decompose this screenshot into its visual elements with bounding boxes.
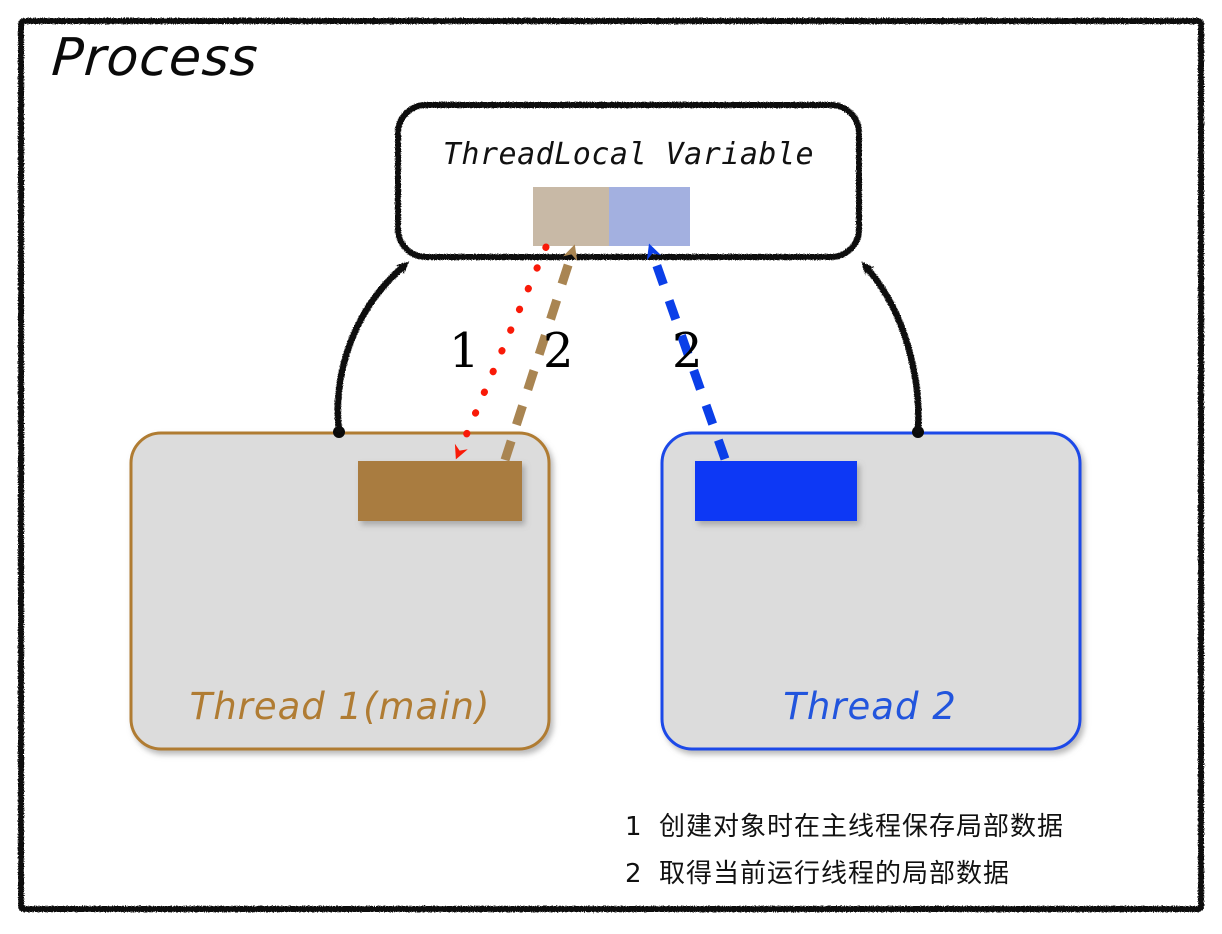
thread1-data-block [358,461,522,521]
arrow-label-2-blue: 2 [672,323,703,379]
thread1-label: Thread 1(main) [189,685,491,728]
thread2-label: Thread 2 [783,685,957,728]
page-title: Process [49,28,261,88]
arrow-label-2-brown: 2 [543,323,574,379]
thread1-slot [533,187,609,246]
thread1-to-threadlocal-arrow [333,261,410,438]
thread2-data-block [695,461,857,521]
thread2-slot [609,187,690,246]
threadlocal-slots [533,187,690,246]
legend-text: 取得当前运行线程的局部数据 [659,859,1011,889]
legend: 1 创建对象时在主线程保存局部数据 2 取得当前运行线程的局部数据 [625,806,1064,900]
legend-item: 1 创建对象时在主线程保存局部数据 [625,806,1064,843]
arrow-1-red-dotted [454,243,550,460]
process-frame [18,18,1204,912]
threadlocal-box-title: ThreadLocal Variable [442,137,815,172]
legend-index: 1 [625,812,642,842]
legend-item: 2 取得当前运行线程的局部数据 [625,853,1064,890]
thread2-to-threadlocal-arrow [861,261,924,438]
arrow-label-1: 1 [449,323,480,379]
threadlocal-box [395,102,862,260]
legend-index: 2 [625,859,642,889]
legend-text: 创建对象时在主线程保存局部数据 [659,812,1065,842]
